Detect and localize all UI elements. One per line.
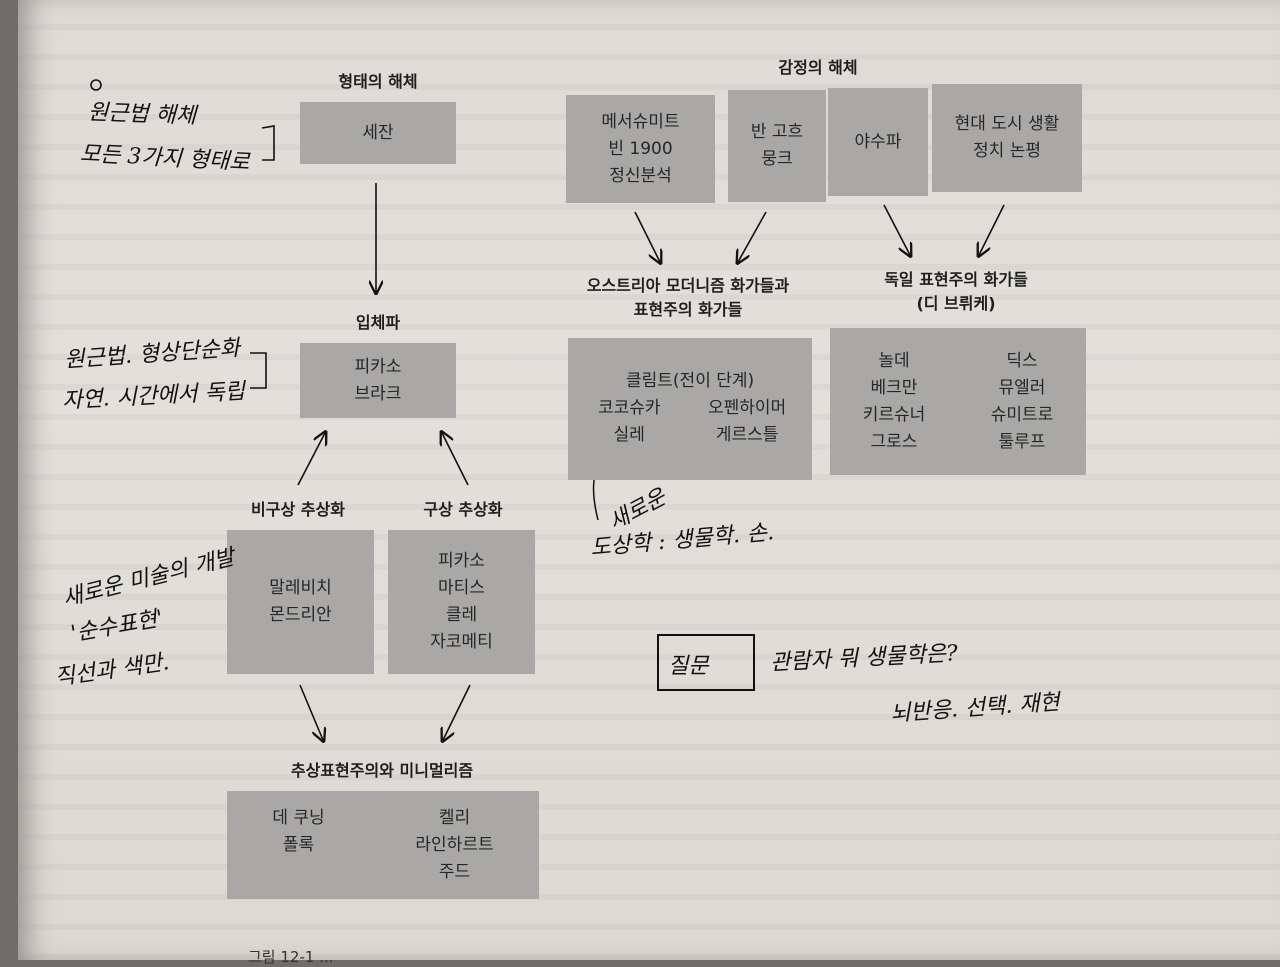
arrow-layer	[90, 79, 1005, 960]
artist-name: 놀데	[878, 350, 910, 371]
austrian-modernism-heading: 오스트리아 모더니즘 화가들과 표현주의 화가들	[587, 274, 790, 322]
artist-name: 코코슈카	[598, 398, 661, 418]
handwritten-note: 질문	[668, 654, 709, 679]
book-page: 형태의 해체 세잔 입체파 피카소 브라크 비구상 추상화 구상 추상화 말레비…	[18, 0, 1280, 966]
box-line: 야수파	[854, 131, 902, 152]
artist-name: 뮤엘러	[998, 377, 1046, 398]
heading-line: 표현주의 화가들	[633, 300, 743, 319]
cezanne-box: 세잔	[300, 102, 456, 164]
arrow-gogh-to-austria	[738, 211, 767, 262]
note-bracket-1	[261, 125, 275, 161]
artist-name: 데 쿠닝	[272, 807, 325, 828]
heading-line: (디 브뤼케)	[916, 294, 996, 313]
artist-name: 실레	[613, 425, 645, 445]
artist-name: 클레	[445, 605, 478, 625]
artist-name: 그로스	[870, 431, 918, 452]
artist-name: 게르스틀	[715, 425, 779, 445]
abstract-expressionism-heading: 추상표현주의와 미니멀리즘	[290, 761, 474, 780]
nonfigurative-box: 말레비치 몬드리안	[227, 530, 374, 674]
box-line: 정치 논평	[973, 141, 1041, 161]
arrow-fauve-to-german	[883, 204, 910, 255]
box-line: 현대 도시 생활	[954, 114, 1060, 134]
vienna-box: 메서슈미트 빈 1900 정신분석	[566, 95, 715, 203]
heading-line: 독일 표현주의 화가들	[884, 270, 1028, 289]
figurative-heading: 구상 추상화	[423, 500, 503, 519]
fauvism-box: 야수파	[828, 88, 928, 196]
german-expressionism-heading: 독일 표현주의 화가들 (디 브뤼케)	[884, 268, 1028, 316]
artist-name: 켈리	[438, 807, 471, 828]
artist-name: 툴루프	[998, 431, 1046, 452]
artist-name: 오펜하이머	[708, 398, 787, 418]
artist-name: 폴록	[282, 834, 315, 855]
artist-name: 딕스	[1006, 350, 1038, 371]
nonfigurative-heading: 비구상 추상화	[251, 500, 345, 519]
artist-name: 라인하르트	[415, 834, 494, 855]
german-expressionism-box: 놀데 베크만 키르슈너 그로스 딕스 뮤엘러 슈미트로 툴루프	[830, 328, 1086, 475]
arrow-figurative-to-cubism	[442, 433, 469, 486]
arrow-nonfigurative-to-abstract	[299, 684, 323, 740]
box-line: 빈 1900	[608, 138, 673, 159]
arrow-nonfigurative-to-cubism	[297, 433, 325, 486]
artist-name: 키르슈너	[862, 404, 926, 425]
figurative-box: 피카소 마티스 클레 자코메티	[388, 530, 535, 674]
box-line: 반 고흐	[750, 122, 804, 142]
artist-name: 베크만	[870, 377, 918, 398]
form-deconstruction-title: 형태의 해체	[338, 72, 418, 91]
artist-name: 브라크	[354, 383, 402, 404]
question-box	[657, 634, 755, 691]
arrow-city-to-german	[979, 204, 1005, 255]
figure-caption: 그림 12-1 ...	[248, 948, 334, 966]
artist-name: 주드	[438, 861, 471, 882]
artist-name: 자코메티	[430, 632, 493, 652]
artist-name: 말레비치	[269, 578, 332, 598]
artist-name: 마티스	[438, 578, 485, 598]
gogh-box: 반 고흐 뭉크	[728, 90, 826, 202]
abstract-expressionism-box: 데 쿠닝 폴록 켈리 라인하르트 주드	[227, 791, 539, 899]
heading-line: 오스트리아 모더니즘 화가들과	[586, 276, 790, 295]
austrian-modernism-box: 클림트(전이 단계) 코코슈카 실레 오펜하이머 게르스틀	[568, 338, 812, 480]
arrow-vienna-to-austria	[634, 211, 660, 262]
emotion-deconstruction-title: 감정의 해체	[778, 58, 858, 77]
box-line: 클림트(전이 단계)	[626, 371, 755, 391]
artist-name: 피카소	[438, 551, 485, 571]
artist-name: 피카소	[354, 356, 402, 377]
note-dot	[90, 79, 102, 91]
box-line: 뭉크	[761, 149, 793, 169]
cubism-heading: 입체파	[355, 313, 401, 332]
artist-name: 몬드리안	[269, 605, 332, 625]
modern-city-box: 현대 도시 생활 정치 논평	[932, 84, 1082, 192]
artist-name: 슈미트로	[990, 404, 1054, 425]
box-line: 정신분석	[609, 165, 672, 186]
note-bracket-2	[250, 352, 267, 389]
cezanne-label: 세잔	[362, 122, 394, 143]
handwritten-note: 원근법 해체	[87, 100, 197, 129]
box-line: 메서슈미트	[601, 111, 680, 132]
cubism-box: 피카소 브라크	[300, 343, 456, 418]
arrow-figurative-to-abstract	[443, 684, 471, 740]
